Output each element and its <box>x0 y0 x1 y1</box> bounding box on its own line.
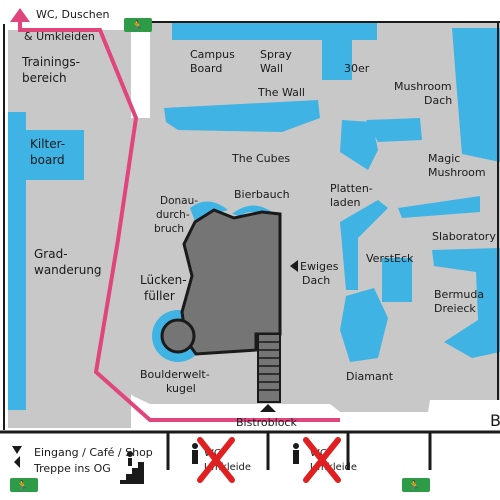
wall-cubes-right <box>340 120 378 170</box>
exit-label-eingang: Eingang / Café / Shop <box>34 446 153 459</box>
wall-diamant <box>340 288 388 362</box>
exit-label-wc: WC, Duschen <box>36 8 110 21</box>
wall-bermuda <box>432 248 500 358</box>
label-magic2: Mushroom <box>428 166 486 179</box>
bistro-arrow <box>260 404 276 412</box>
closed-cross-1 <box>197 437 235 483</box>
label-donau3: bruch <box>154 223 184 235</box>
person-icon-1 <box>192 443 198 464</box>
label-campus2: Board <box>190 62 222 75</box>
ewiges-arrow <box>290 260 298 272</box>
stair-steps <box>258 341 280 391</box>
label-spray1: Spray <box>260 48 292 61</box>
label-magic1: Magic <box>428 152 460 165</box>
label-platten2: laden <box>330 196 361 209</box>
label-bermuda2: Dreieck <box>434 302 476 315</box>
label-bierbauch: Bierbauch <box>234 188 290 201</box>
label-bermuda1: Bermuda <box>434 288 484 301</box>
label-grad1: Grad- <box>34 247 68 261</box>
stairs-arrow <box>14 456 20 468</box>
label-grad2: wanderung <box>34 263 102 277</box>
label-training2: bereich <box>22 71 67 85</box>
wall-the-wall <box>164 100 320 132</box>
label-luecken2: füller <box>144 289 175 303</box>
label-mushroom1: Mushroom <box>394 80 452 93</box>
label-bistro: Bistroblock <box>236 416 297 429</box>
exit-sign-bottom-left: 🏃 <box>10 478 38 492</box>
closed-cross-2 <box>303 437 341 483</box>
label-slaboratory: Slaboratory <box>432 230 496 243</box>
wall-campus-strip <box>172 22 377 40</box>
label-donau1: Donau- <box>160 195 198 207</box>
label-30er: 30er <box>344 62 370 75</box>
label-kilter1: Kilter- <box>30 137 65 151</box>
wall-plattenladen <box>340 200 388 290</box>
exit-label-treppe: Treppe ins OG <box>33 462 111 475</box>
label-umkleide-2: Umkleide <box>310 462 357 473</box>
bottom-left-arrow <box>12 446 22 454</box>
bistro-round <box>160 318 196 354</box>
wall-kilterboard <box>20 130 84 180</box>
exit-sign-bottom-right: 🏃 <box>402 478 430 492</box>
wall-right-edge <box>452 28 500 162</box>
wall-left-edge <box>8 112 26 410</box>
wall-30er <box>322 40 352 80</box>
bistro-block <box>180 208 282 356</box>
label-campus1: Campus <box>190 48 235 61</box>
pink-route <box>20 28 340 422</box>
label-edge-b: B <box>490 411 500 430</box>
label-platten1: Platten- <box>330 182 373 195</box>
exit-sign-top: 🏃 <box>124 18 152 32</box>
label-luecken1: Lücken- <box>140 273 187 287</box>
label-thewall: The Wall <box>257 86 305 99</box>
label-boulder2: kugel <box>166 382 196 395</box>
label-donau2: durch- <box>156 209 190 221</box>
running-man-icon: 🏃 <box>408 479 420 492</box>
label-training1: Trainings- <box>21 55 80 69</box>
exit-label-umkleiden: & Umkleiden <box>24 30 95 43</box>
label-boulder1: Boulderwelt- <box>140 368 210 381</box>
route-arrow-stem <box>18 20 22 32</box>
label-diamant: Diamant <box>346 370 394 383</box>
label-umkleide-1: Umkleide <box>204 462 251 473</box>
label-mushroom2: Dach <box>424 94 452 107</box>
running-man-icon: 🏃 <box>16 479 28 492</box>
label-spray2: Wall <box>260 62 283 75</box>
running-man-icon: 🏃 <box>131 19 143 32</box>
person-icon-2 <box>293 443 299 464</box>
label-kilter2: board <box>30 153 65 167</box>
label-versteck: VerstEck <box>366 252 414 265</box>
label-cubes: The Cubes <box>231 152 290 165</box>
wall-slaboratory <box>398 196 480 218</box>
wall-mushroom <box>366 118 422 142</box>
stairs <box>257 333 281 403</box>
stairs-person-icon <box>120 451 144 484</box>
label-ewiges1: Ewiges <box>300 260 339 273</box>
wall-versteck <box>382 258 412 302</box>
route-arrow <box>10 8 30 22</box>
label-ewiges2: Dach <box>302 274 330 287</box>
